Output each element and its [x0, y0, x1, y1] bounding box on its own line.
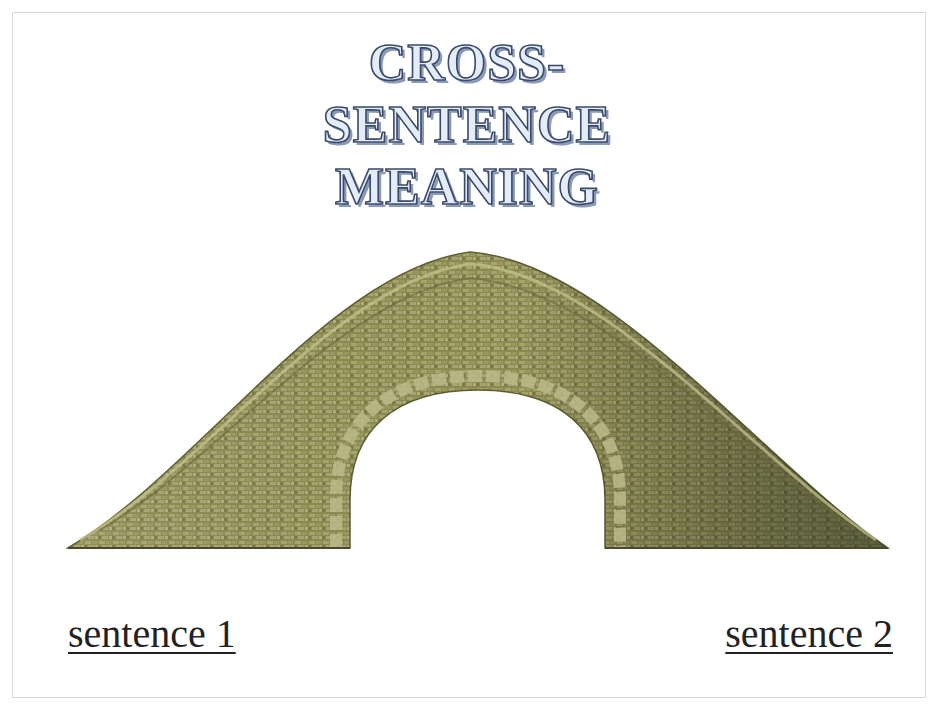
sentence-label: sentence 1	[68, 610, 236, 658]
sentence-label: sentence 2	[725, 610, 893, 658]
diagram-title: CROSS- SENTENCE MEANING	[277, 32, 657, 218]
